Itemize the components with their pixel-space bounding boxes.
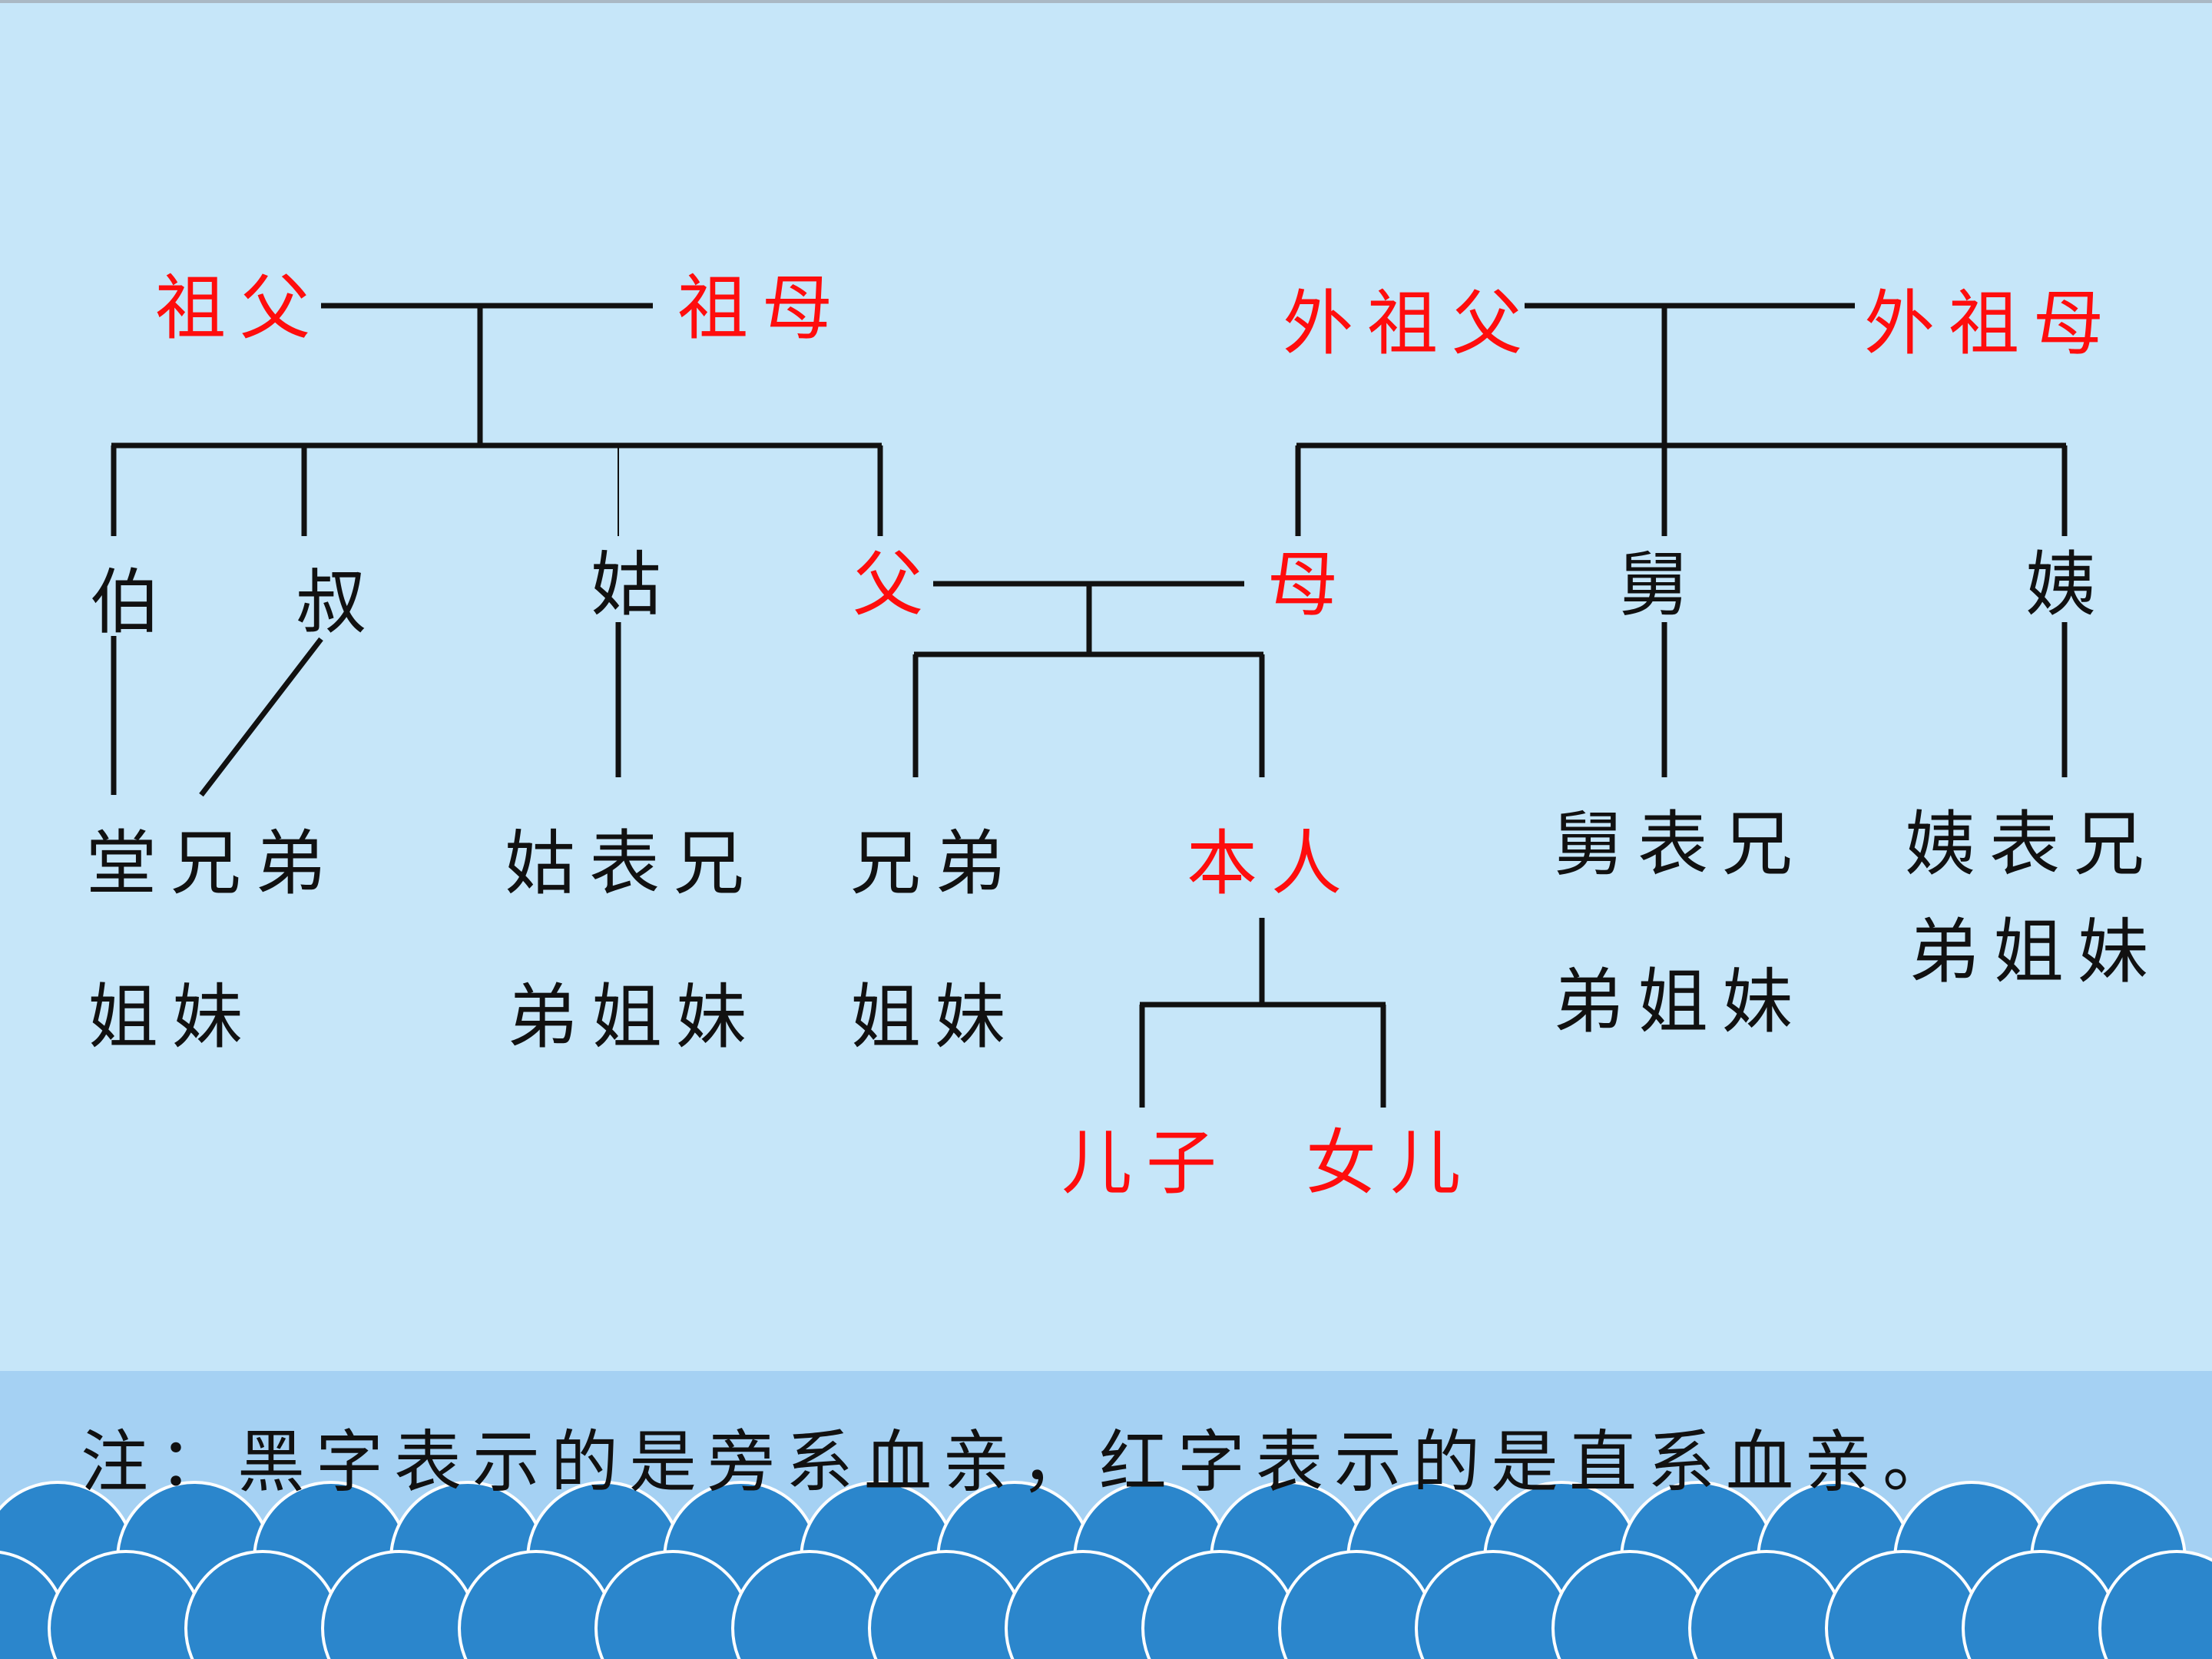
node-grandmother: 祖母 (677, 267, 847, 349)
node-paternal-aunt-cousins-line1: 姑表兄 (504, 823, 759, 905)
node-maternal-grandmother: 外祖母 (1863, 283, 2118, 365)
bottom-wave-band (0, 1371, 2212, 1659)
connector-lines (111, 303, 2068, 1108)
node-paternal-aunt-cousins-line2: 弟姐妹 (506, 976, 761, 1058)
node-maternal-uncle-cousins-line1: 舅表兄 (1552, 803, 1807, 886)
node-father: 父 (852, 544, 938, 626)
node-maternal-aunt-cousins-line2: 弟姐妹 (1908, 911, 2163, 993)
node-maternal-uncle-cousins-line2: 弟姐妹 (1552, 961, 1807, 1043)
node-maternal-grandfather: 外祖父 (1282, 283, 1537, 365)
node-uncle-elder: 伯 (89, 561, 175, 644)
top-border (0, 0, 2212, 3)
node-son: 儿子 (1061, 1122, 1231, 1204)
node-paternal-cousins-line1: 堂兄弟 (85, 823, 340, 905)
node-maternal-aunt-cousins-line1: 姨表兄 (1904, 803, 2159, 886)
node-paternal-cousins-line2: 姐妹 (87, 976, 257, 1058)
node-self: 本人 (1186, 823, 1356, 905)
node-mother: 母 (1267, 544, 1353, 626)
legend-note: 注：黑字表示的是旁系血亲，红字表示的是直系血亲。 (81, 1422, 1962, 1502)
line-uncle-younger-cousins (199, 637, 323, 797)
node-siblings-line2: 姐妹 (849, 976, 1020, 1058)
node-aunt-maternal: 姨 (2025, 544, 2111, 626)
node-aunt-paternal: 姑 (590, 544, 676, 626)
node-uncle-younger: 叔 (295, 561, 381, 644)
node-daughter: 女儿 (1305, 1122, 1475, 1204)
wave-scallop (2098, 1550, 2212, 1659)
node-grandfather: 祖父 (154, 267, 325, 349)
wave-pattern (0, 1481, 2212, 1659)
node-uncle-maternal: 舅 (1618, 544, 1704, 626)
node-siblings-line1: 兄弟 (849, 823, 1020, 905)
